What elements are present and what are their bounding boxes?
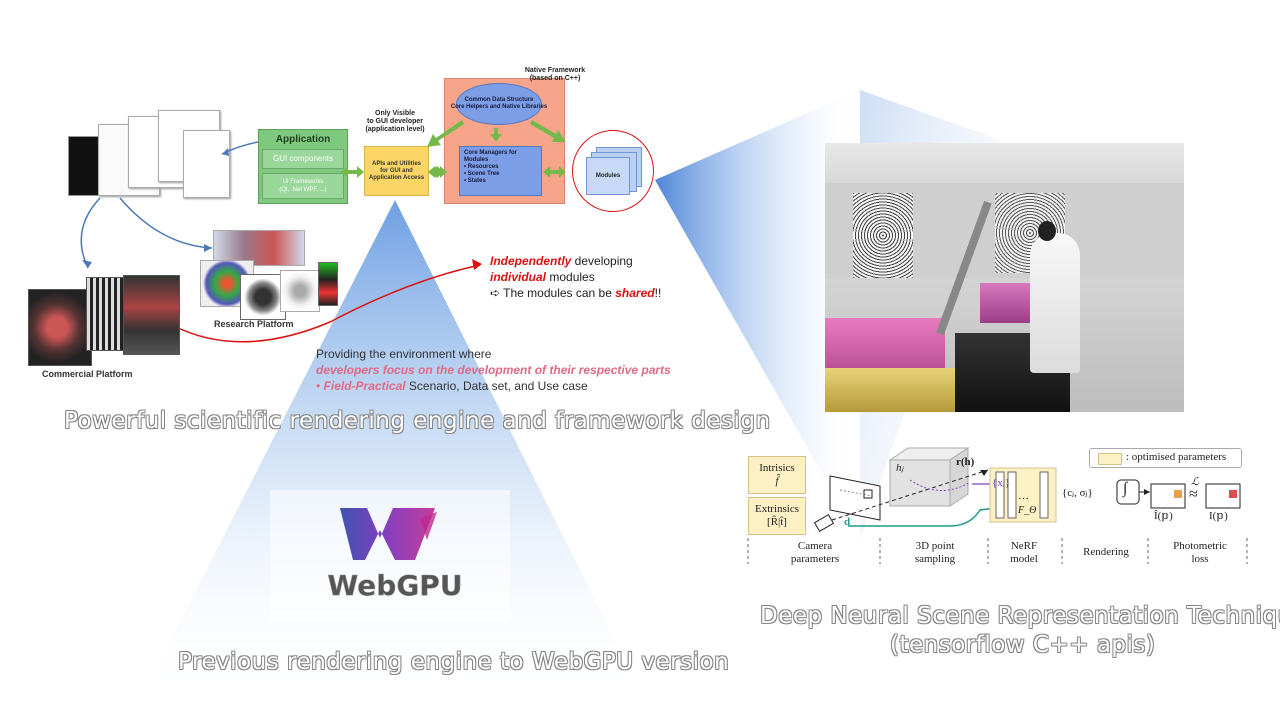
loss-symbol: ℒ: [1191, 476, 1199, 488]
caption-webgpu: Previous rendering engine to WebGPU vers…: [178, 649, 730, 675]
modules-stack: Modules: [586, 157, 630, 195]
extrinsics-label: Extrinsics: [755, 503, 799, 515]
core-item-states: • States: [464, 178, 486, 184]
common-data-label: Common Data Structure Core Helpers and N…: [450, 97, 548, 110]
developing-text: developing: [571, 254, 633, 268]
webgpu-logo: WebGPU: [327, 508, 463, 602]
intrinsics-label: Intrisics: [759, 462, 795, 474]
ip-symbol: I(𝕡): [1209, 510, 1228, 522]
intrinsics-box: Intrisics f̂: [748, 456, 806, 494]
focus-line: developers focus on the development of t…: [316, 363, 671, 377]
env-line: Providing the environment where: [316, 347, 492, 361]
legend-box: : optimised parameters: [1089, 448, 1242, 468]
modules-text: modules: [546, 270, 595, 284]
only-visible-note: Only Visible to GUI developer (applicati…: [365, 110, 425, 133]
independent-annotation: Independently developing individual modu…: [490, 253, 661, 301]
gui-components: GUI components: [262, 149, 344, 169]
gui-screenshots: [68, 110, 230, 200]
caption-dnsr: Deep Neural Scene Representation Techniq…: [760, 603, 1280, 629]
apis-label: APIs and Utilities for GUI and Applicati…: [368, 160, 425, 181]
native-framework-label: Native Framework (based on C++): [524, 67, 586, 82]
wedge-projection: [655, 90, 860, 540]
bullet: •: [316, 379, 324, 393]
stage-photometric-loss: Photometric loss: [1173, 540, 1227, 565]
extrinsics-symbol: [R̂|t̂]: [767, 516, 787, 528]
caption-framework: Powerful scientific rendering engine and…: [64, 408, 771, 434]
field-rest: Scenario, Data set, and Use case: [405, 379, 588, 393]
individual-text: individual: [490, 270, 547, 284]
intrinsics-symbol: f̂: [775, 475, 779, 487]
stage-3d-point-sampling: 3D point sampling: [914, 540, 956, 565]
research-platform-images: [200, 230, 340, 325]
independently-text: Independently: [490, 254, 572, 268]
modules-label: Modules: [595, 173, 621, 179]
modules-circle: [572, 130, 654, 212]
webgpu-logo-text: WebGPU: [327, 569, 462, 602]
research-platform-label: Research Platform: [214, 319, 294, 329]
caption-tensorflow: (tensorflow C++ apis): [890, 632, 1156, 658]
core-managers-title: Core Managers for Modules: [464, 150, 518, 163]
core-item-scene-tree: • Scene Tree: [464, 171, 500, 177]
approx-symbol: ≈: [1189, 486, 1198, 503]
triangle-projection: [140, 200, 645, 700]
integral-symbol: ∫: [1123, 480, 1128, 497]
commercial-platform-label: Commercial Platform: [42, 369, 133, 379]
nerf-pipeline: : optimised parameters Intrisics f̂ Extr…: [740, 440, 1260, 580]
application-box: Application GUI components UI Frameworks…: [258, 129, 348, 204]
shared-prefix: ➪ The modules can be: [490, 286, 616, 300]
extrinsics-box: Extrinsics [R̂|t̂]: [748, 497, 806, 535]
commercial-platform-images: [28, 275, 180, 367]
model-dots: …: [1018, 490, 1029, 502]
ftheta-symbol: F_Θ: [1018, 505, 1037, 516]
stage-rendering: Rendering: [1083, 546, 1129, 558]
core-item-resources: • Resources: [464, 164, 499, 170]
common-data-ellipse: Common Data Structure Core Helpers and N…: [451, 83, 547, 125]
application-title: Application: [275, 134, 331, 145]
legend-label: : optimised parameters: [1126, 451, 1227, 463]
xj-symbol: {xⱼ}: [992, 477, 1010, 489]
stage-nerf-model: NeRF model: [1010, 540, 1038, 565]
ui-frameworks: UI Frameworks (Qt, .Net WPF, ...): [262, 173, 344, 199]
field-practical: Field-Practical: [323, 379, 406, 393]
core-managers-list: • Resources • Scene Tree • States: [464, 164, 499, 185]
outputs-symbol: {cⱼ, σⱼ}: [1062, 487, 1093, 499]
robot-lab-photo: [825, 143, 1184, 412]
left-arrows: [80, 120, 566, 343]
environment-annotation: Providing the environment where develope…: [316, 346, 671, 394]
stage-camera-parameters: Camera parameters: [790, 540, 840, 565]
ray-symbol: r(h): [956, 456, 975, 468]
direction-symbol: d: [844, 516, 851, 528]
core-managers-box: Core Managers for Modules • Resources • …: [459, 146, 542, 196]
shared-suffix: !!: [654, 286, 662, 300]
nerf-graphics: [747, 447, 1248, 564]
apis-box: APIs and Utilities for GUI and Applicati…: [364, 146, 429, 196]
ihat-symbol: Î(𝕡): [1154, 510, 1173, 522]
hj-symbol: hⱼ: [896, 462, 904, 474]
shared-word: shared: [615, 286, 655, 300]
